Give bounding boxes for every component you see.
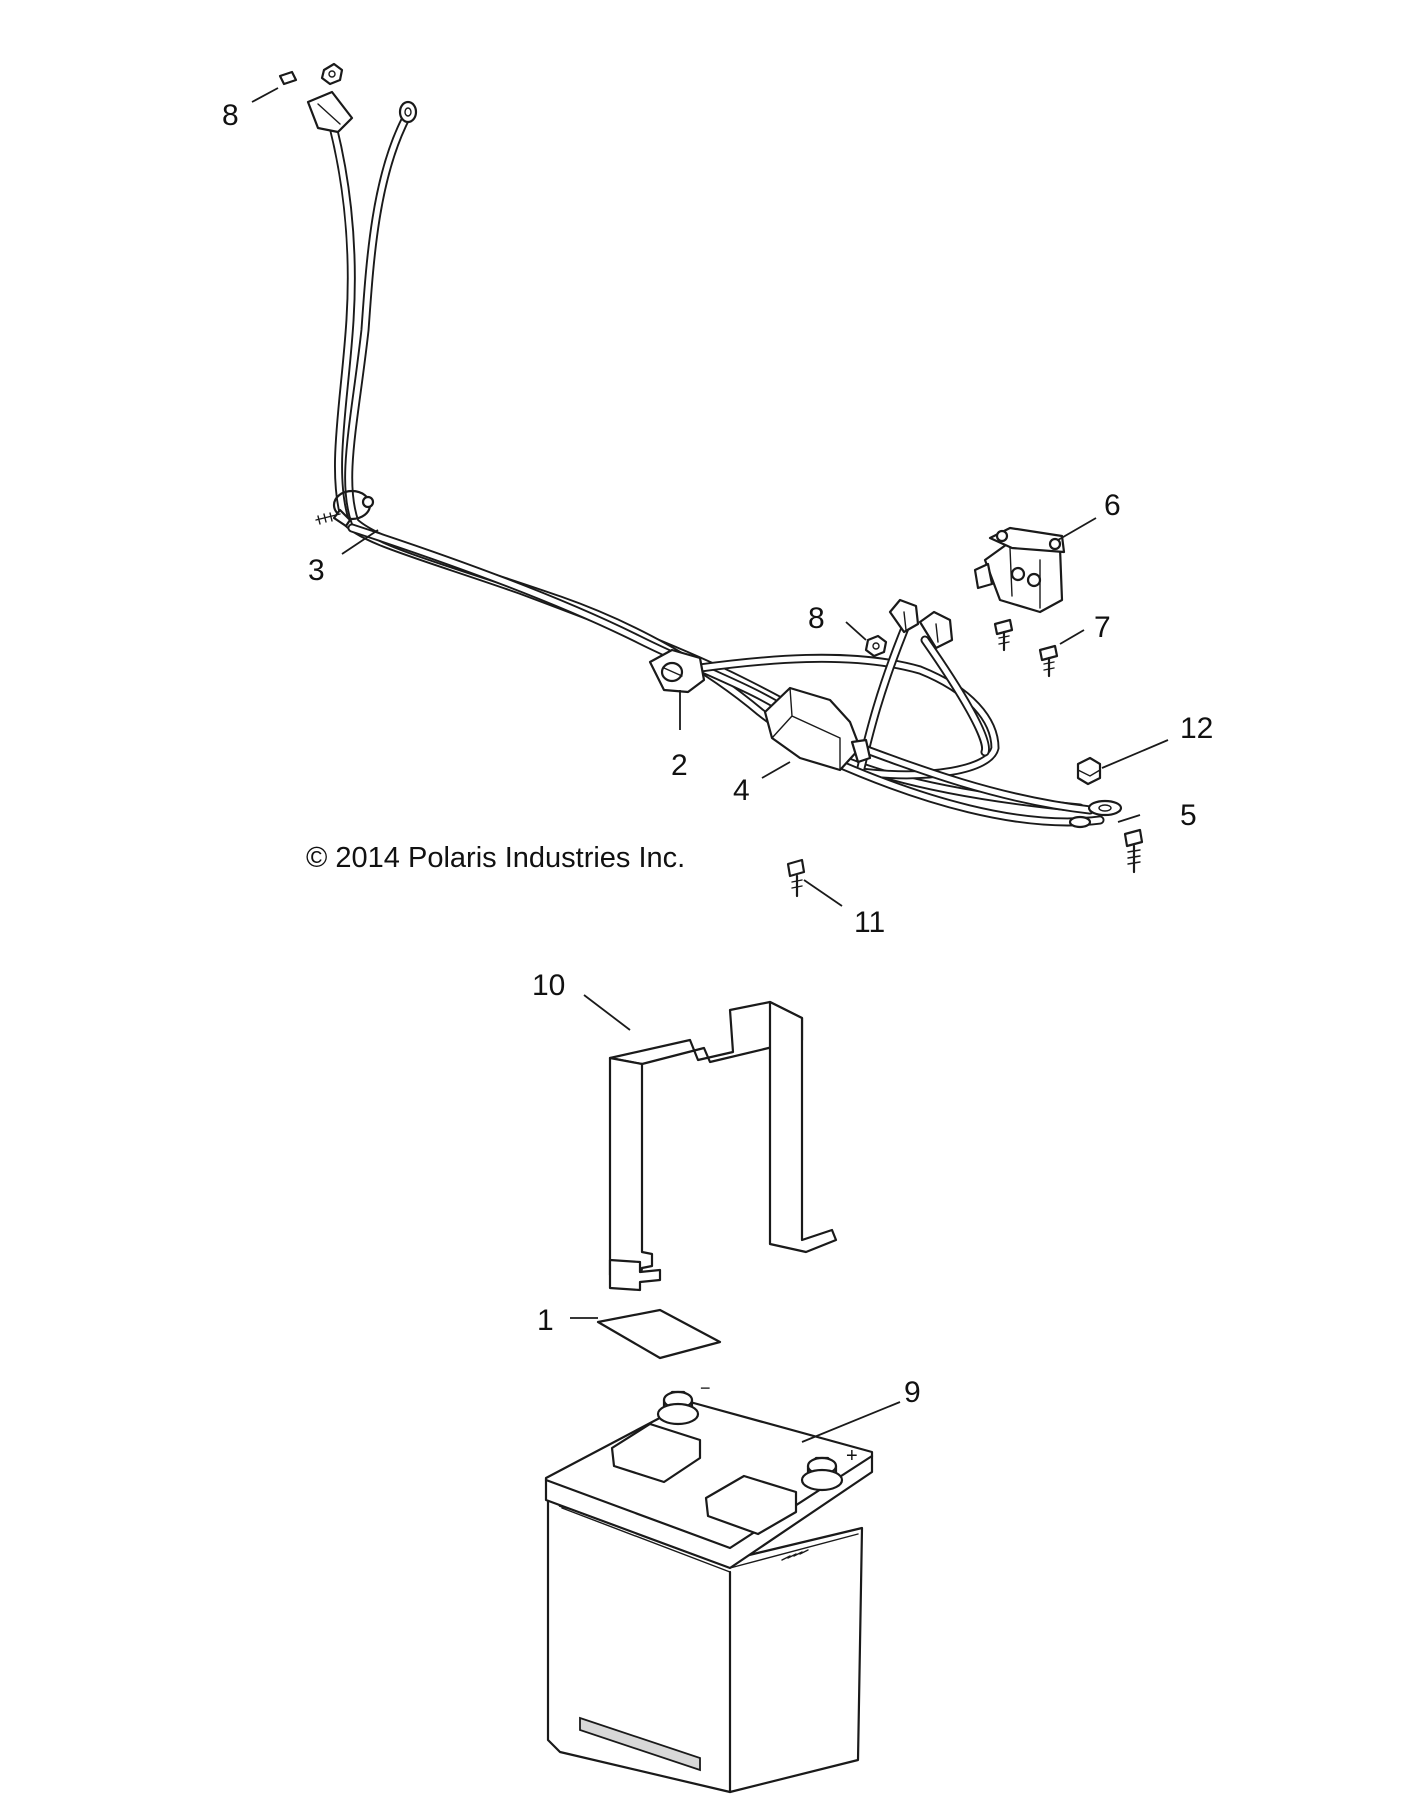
battery-cable-harness <box>306 90 1123 829</box>
callout-2: 2 <box>671 749 688 782</box>
flange-nut-12 <box>1076 756 1102 786</box>
battery-negative-post <box>656 1390 700 1426</box>
callout-7: 7 <box>1094 611 1111 644</box>
callout-3: 3 <box>308 554 325 587</box>
starter-solenoid <box>973 526 1066 614</box>
battery: − + <box>544 1378 874 1794</box>
leader-lines <box>251 87 1169 1443</box>
battery-decal <box>596 1308 722 1360</box>
callout-5: 5 <box>1180 799 1197 832</box>
nut-8-top-b <box>320 62 344 86</box>
callout-8-top: 8 <box>222 99 239 132</box>
callout-9: 9 <box>904 1376 921 1409</box>
battery-positive-post <box>800 1456 844 1492</box>
callout-1: 1 <box>537 1304 554 1337</box>
callout-numbers: 8 3 2 4 5 6 7 8 12 11 10 1 9 <box>222 99 1213 1409</box>
callout-4: 4 <box>733 774 750 807</box>
callout-8-middle: 8 <box>808 602 825 635</box>
screw-7b <box>1038 644 1059 678</box>
nut-8-top-a <box>278 70 298 86</box>
screw-7a <box>993 618 1014 652</box>
battery-hold-down-bracket <box>608 1000 838 1292</box>
copyright-notice: © 2014 Polaris Industries Inc. <box>306 842 685 874</box>
battery-negative-mark: − <box>700 1378 711 1398</box>
callout-12: 12 <box>1180 712 1213 745</box>
nut-8-middle <box>864 634 888 658</box>
callout-10: 10 <box>532 969 565 1002</box>
battery-positive-mark: + <box>846 1445 858 1467</box>
bolt-11 <box>786 858 806 898</box>
callout-6: 6 <box>1104 489 1121 522</box>
bolt-5 <box>1123 828 1144 874</box>
callout-11: 11 <box>854 906 885 939</box>
